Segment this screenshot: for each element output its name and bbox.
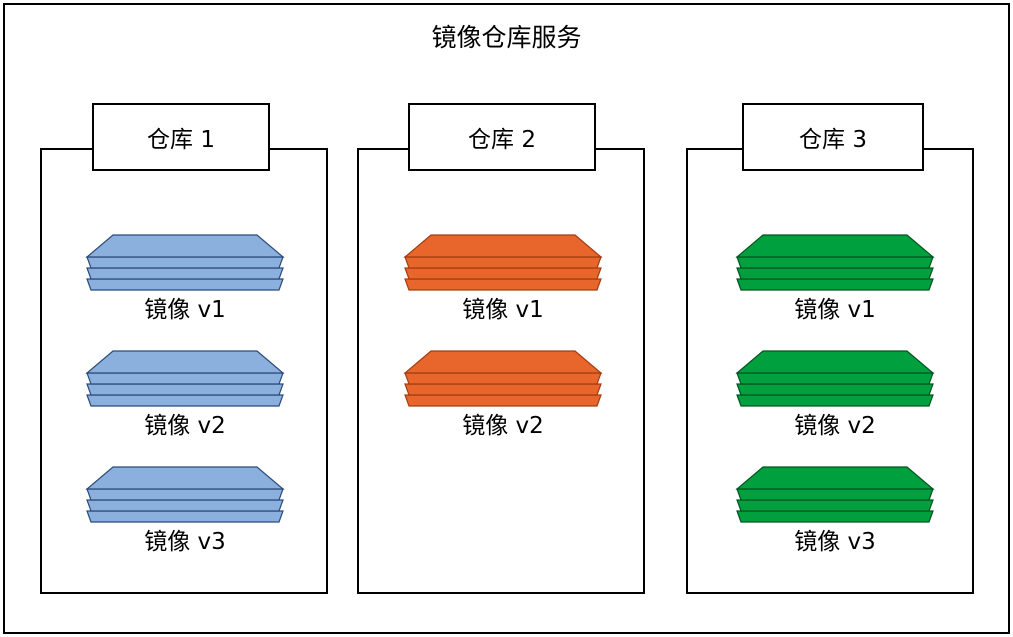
image-label: 镜像 v2 <box>794 413 876 439</box>
image-item-repo3-v2[interactable]: 镜像 v2 <box>735 350 935 441</box>
service-title: 镜像仓库服务 <box>431 23 582 52</box>
image-item-repo1-v1[interactable]: 镜像 v1 <box>85 234 285 325</box>
image-layer <box>404 394 602 407</box>
image-layer-top <box>85 234 285 258</box>
image-layer <box>736 267 934 280</box>
image-layer <box>404 383 602 396</box>
image-item-repo1-v2[interactable]: 镜像 v2 <box>85 350 285 441</box>
image-layer <box>736 256 934 269</box>
image-layer <box>86 383 284 396</box>
image-item-repo3-v3[interactable]: 镜像 v3 <box>735 466 935 557</box>
image-layer-stack <box>735 350 935 407</box>
image-layer-stack <box>85 234 285 291</box>
image-layer-stack <box>735 234 935 291</box>
image-label: 镜像 v1 <box>144 297 226 323</box>
image-layer-stack <box>85 466 285 523</box>
image-layer-stack <box>403 350 603 407</box>
image-layer-top <box>85 350 285 374</box>
repository-header-2: 仓库 2 <box>408 103 596 171</box>
image-layer <box>86 278 284 291</box>
image-item-repo2-v2[interactable]: 镜像 v2 <box>403 350 603 441</box>
image-label: 镜像 v1 <box>794 297 876 323</box>
image-layer <box>404 256 602 269</box>
image-layer <box>404 372 602 385</box>
image-layer <box>86 394 284 407</box>
image-layer-top <box>85 466 285 490</box>
image-layer <box>404 278 602 291</box>
image-layer <box>86 372 284 385</box>
image-layer-top <box>735 234 935 258</box>
image-layer-stack <box>85 350 285 407</box>
image-item-repo3-v1[interactable]: 镜像 v1 <box>735 234 935 325</box>
image-layer <box>404 267 602 280</box>
image-layer <box>86 499 284 512</box>
image-label: 镜像 v1 <box>462 297 544 323</box>
image-layer <box>86 488 284 501</box>
image-layer <box>736 372 934 385</box>
image-layer <box>736 278 934 291</box>
image-label: 镜像 v2 <box>144 413 226 439</box>
image-item-repo2-v1[interactable]: 镜像 v1 <box>403 234 603 325</box>
image-layer <box>86 510 284 523</box>
image-layer-top <box>403 234 603 258</box>
image-layer-stack <box>735 466 935 523</box>
image-layer <box>86 267 284 280</box>
image-layer <box>736 510 934 523</box>
image-item-repo1-v3[interactable]: 镜像 v3 <box>85 466 285 557</box>
image-label: 镜像 v3 <box>794 529 876 555</box>
image-label: 镜像 v2 <box>462 413 544 439</box>
image-layer-top <box>735 350 935 374</box>
image-label: 镜像 v3 <box>144 529 226 555</box>
image-layer <box>736 488 934 501</box>
image-layer-stack <box>403 234 603 291</box>
repository-header-3: 仓库 3 <box>742 103 924 171</box>
image-layer <box>86 256 284 269</box>
image-layer-top <box>735 466 935 490</box>
image-layer <box>736 394 934 407</box>
repository-header-1: 仓库 1 <box>92 103 270 171</box>
image-layer <box>736 383 934 396</box>
image-layer-top <box>403 350 603 374</box>
image-layer <box>736 499 934 512</box>
